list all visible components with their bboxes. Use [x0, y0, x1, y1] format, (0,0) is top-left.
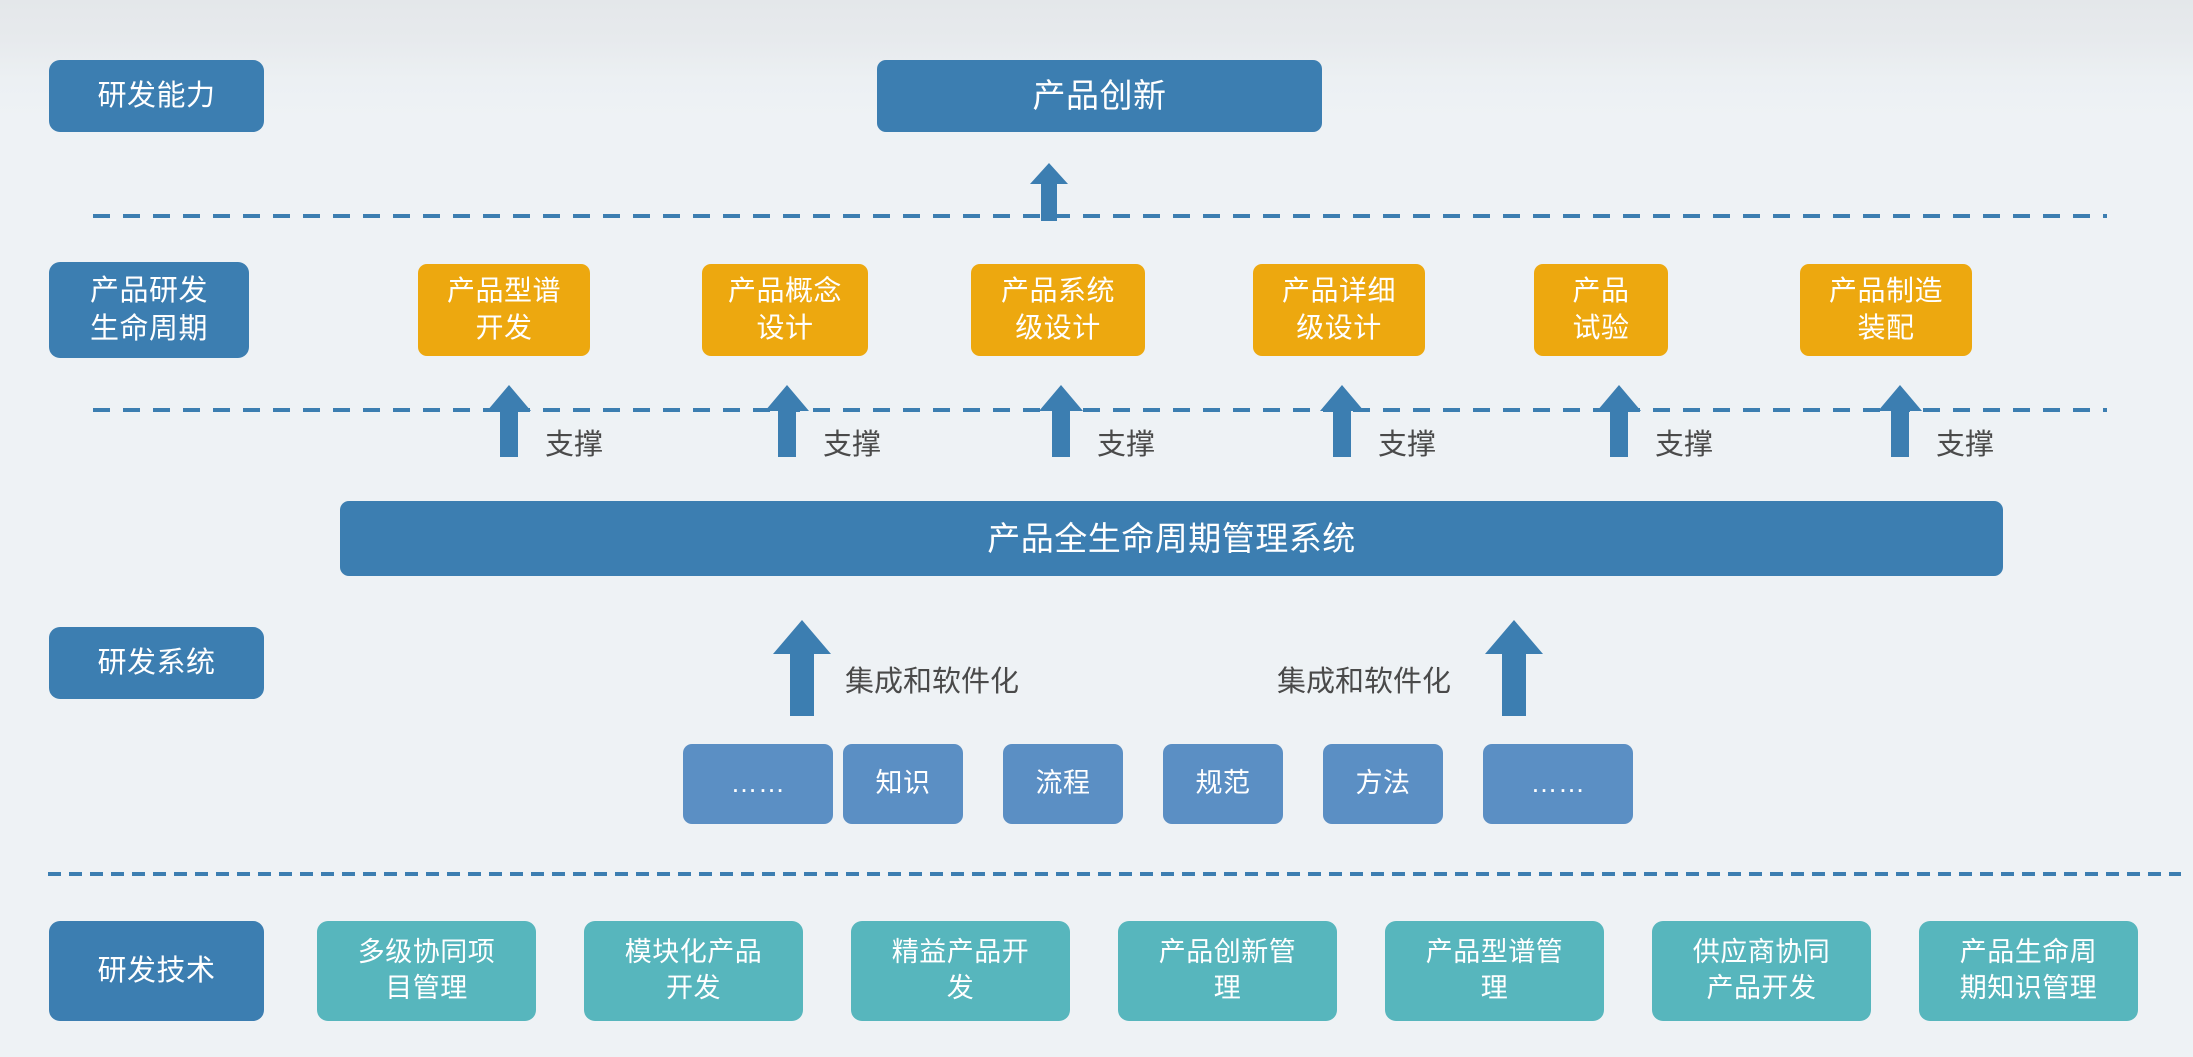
- arrow-label-support-3: 支撑: [1097, 429, 1156, 461]
- knowledge-box-2[interactable]: 知识: [843, 744, 963, 824]
- arrow-up-to-product-innovation: [1030, 163, 1068, 226]
- technology-box-4[interactable]: 产品创新管 理: [1118, 921, 1337, 1021]
- separator-capability-lifecycle: [93, 214, 2107, 218]
- arrow-label-support-6: 支撑: [1936, 429, 1995, 461]
- knowledge-box-5[interactable]: 方法: [1323, 744, 1443, 824]
- arrow-up-support-2: [765, 385, 809, 462]
- arrow-up-support-4: [1320, 385, 1364, 462]
- arrow-label-integration-right: 集成和软件化: [1277, 666, 1452, 698]
- technology-box-2[interactable]: 模块化产品 开发: [584, 921, 803, 1021]
- category-label-rd-system[interactable]: 研发系统: [49, 627, 264, 699]
- arrow-label-support-5: 支撑: [1655, 429, 1714, 461]
- product-innovation-box[interactable]: 产品创新: [877, 60, 1322, 132]
- category-label-rd-lifecycle[interactable]: 产品研发 生命周期: [49, 262, 249, 358]
- arrow-up-integration-left: [773, 620, 831, 721]
- arrow-label-support-2: 支撑: [823, 429, 882, 461]
- separator-system-technology: [48, 872, 2181, 876]
- knowledge-box-1[interactable]: ……: [683, 744, 833, 824]
- arrow-label-support-4: 支撑: [1378, 429, 1437, 461]
- lifecycle-stage-box-3[interactable]: 产品系统 级设计: [971, 264, 1145, 356]
- lifecycle-stage-box-1[interactable]: 产品型谱 开发: [418, 264, 590, 356]
- plm-system-bar[interactable]: 产品全生命周期管理系统: [340, 501, 2003, 576]
- arrow-label-integration-left: 集成和软件化: [845, 666, 1020, 698]
- category-label-rd-technology[interactable]: 研发技术: [49, 921, 264, 1021]
- technology-box-6[interactable]: 供应商协同 产品开发: [1652, 921, 1871, 1021]
- knowledge-box-3[interactable]: 流程: [1003, 744, 1123, 824]
- arrow-label-support-1: 支撑: [545, 429, 604, 461]
- lifecycle-stage-box-6[interactable]: 产品制造 装配: [1800, 264, 1972, 356]
- arrow-up-support-6: [1878, 385, 1922, 462]
- arrow-up-support-1: [487, 385, 531, 462]
- knowledge-box-4[interactable]: 规范: [1163, 744, 1283, 824]
- technology-box-5[interactable]: 产品型谱管 理: [1385, 921, 1604, 1021]
- arrow-up-support-3: [1039, 385, 1083, 462]
- arrow-up-support-5: [1597, 385, 1641, 462]
- technology-box-7[interactable]: 产品生命周 期知识管理: [1919, 921, 2138, 1021]
- separator-lifecycle-system: [93, 408, 2107, 412]
- technology-box-1[interactable]: 多级协同项 目管理: [317, 921, 536, 1021]
- category-label-rd-capability[interactable]: 研发能力: [49, 60, 264, 132]
- technology-box-3[interactable]: 精益产品开 发: [851, 921, 1070, 1021]
- lifecycle-stage-box-4[interactable]: 产品详细 级设计: [1253, 264, 1425, 356]
- lifecycle-stage-box-5[interactable]: 产品 试验: [1534, 264, 1668, 356]
- lifecycle-stage-box-2[interactable]: 产品概念 设计: [702, 264, 868, 356]
- arrow-up-integration-right: [1485, 620, 1543, 721]
- knowledge-box-6[interactable]: ……: [1483, 744, 1633, 824]
